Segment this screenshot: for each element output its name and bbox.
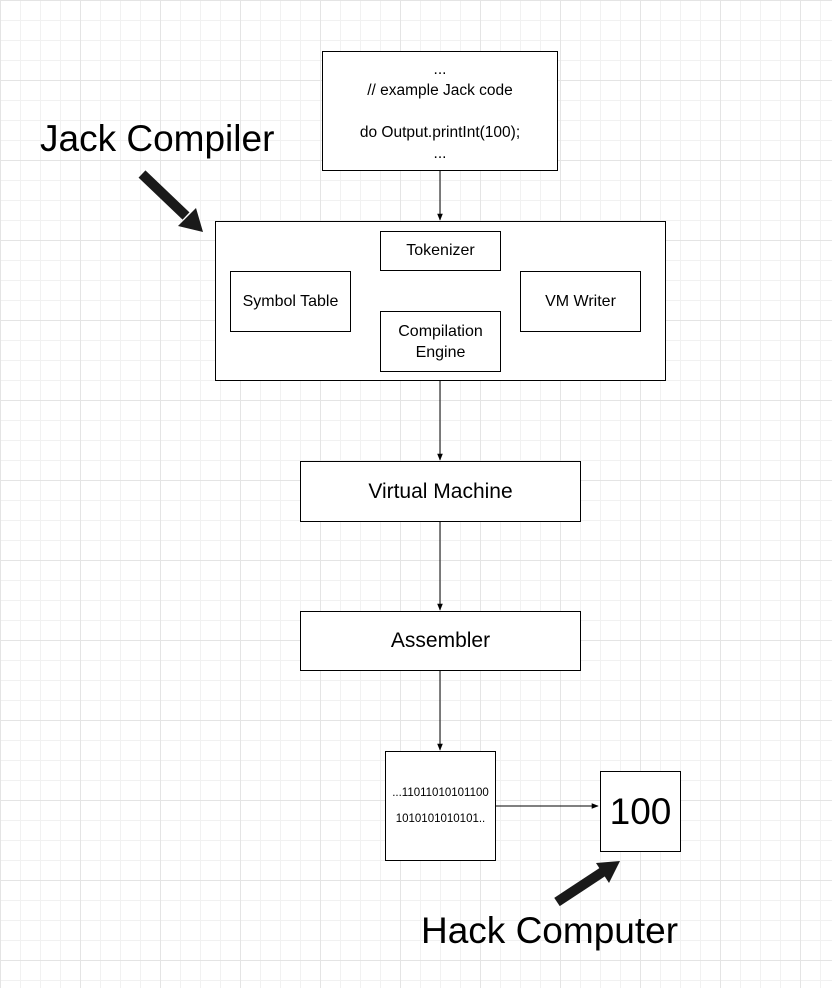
tokenizer-label: Tokenizer: [406, 242, 475, 259]
assembler-label: Assembler: [390, 629, 491, 652]
vm-writer-box: VM Writer: [520, 271, 641, 332]
symbol-table-label: Symbol Table: [242, 292, 339, 310]
binary-box: ...11011010101100 1010101010101..: [385, 751, 496, 861]
hack-computer-label: Hack Computer: [421, 910, 679, 951]
source-code-line-5: ...: [433, 144, 447, 162]
output-value: 100: [609, 790, 672, 832]
virtual-machine-box: Virtual Machine: [300, 461, 581, 522]
source-code-line-2: // example Jack code: [367, 81, 513, 99]
compilation-engine-label-line-2: Engine: [415, 343, 466, 361]
pointer-arrow-compiler: [138, 170, 203, 232]
compilation-engine-label-line-1: Compilation: [398, 322, 483, 340]
jack-compiler-label: Jack Compiler: [40, 118, 275, 159]
tokenizer-box: Tokenizer: [380, 231, 501, 271]
source-code-line-4: do Output.printInt(100);: [359, 123, 521, 141]
compilation-engine-box: Compilation Engine: [380, 311, 501, 372]
pointer-arrow-output: [554, 861, 620, 907]
assembler-box: Assembler: [300, 611, 581, 671]
source-code-line-1: ...: [433, 60, 447, 78]
virtual-machine-label: Virtual Machine: [368, 479, 513, 503]
source-code-box: ... // example Jack code do Output.print…: [322, 51, 558, 171]
binary-line-1: ...11011010101100: [392, 787, 489, 799]
binary-line-2: 1010101010101..: [395, 813, 486, 825]
output-value-box: 100: [600, 771, 681, 852]
vm-writer-label: VM Writer: [545, 292, 616, 310]
symbol-table-box: Symbol Table: [230, 271, 351, 332]
